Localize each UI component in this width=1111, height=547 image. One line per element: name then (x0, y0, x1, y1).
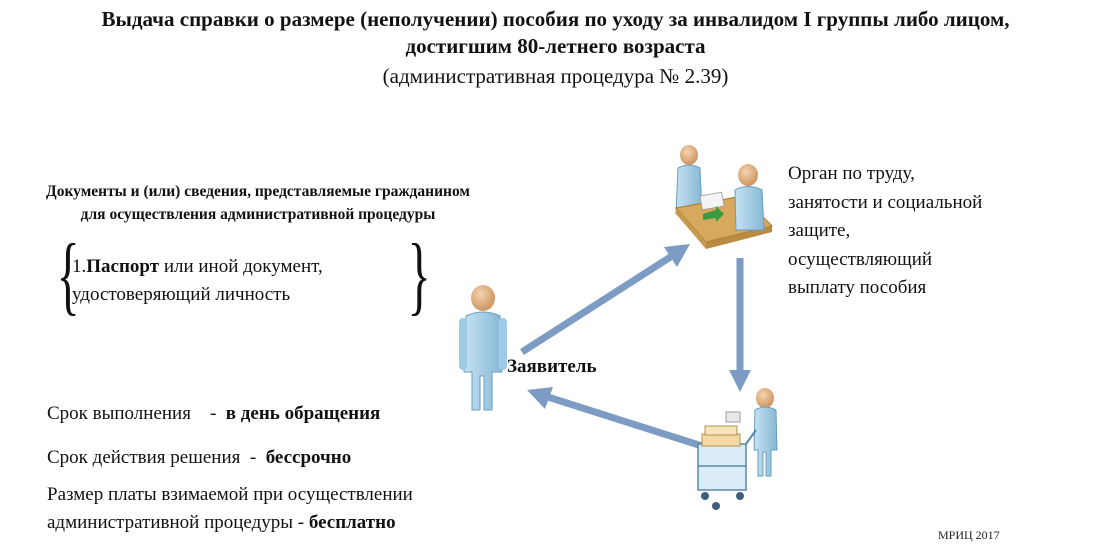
document-item-text: или иной документ, (159, 256, 323, 277)
validity-value: бессрочно (265, 447, 352, 468)
documents-heading-line-1: Документы и (или) сведения, представляем… (46, 183, 470, 200)
organ-line-2: занятости и социальной (788, 191, 983, 213)
organ-description: Орган по труду, занятости и социальной з… (788, 160, 1088, 303)
term-value: в день обращения (225, 403, 381, 424)
documents-heading-line-2: для осуществления административной проце… (80, 206, 436, 223)
document-item-text-line-2: удостоверяющий личность (72, 284, 291, 305)
organ-line-3: защите, (788, 220, 851, 241)
left-brace: { (56, 227, 80, 324)
organ-line-1: Орган по труду, (788, 163, 915, 184)
arrow-archive-to-applicant (527, 387, 707, 451)
validity-row: Срок действия решения - бессрочно (47, 444, 351, 472)
applicant-label: Заявитель (507, 356, 597, 377)
organ-office-illustration (675, 145, 773, 249)
validity-label: Срок действия решения - (47, 447, 266, 468)
document-item-number: 1. (72, 256, 87, 277)
applicant-figure (459, 285, 507, 411)
arrow-organ-to-archive (729, 258, 751, 392)
term-label: Срок выполнения - (47, 403, 226, 424)
footer-credit: МРИЦ 2017 (938, 528, 1000, 542)
archive-cart-illustration (697, 388, 778, 510)
fee-row: Размер платы взимаемой при осуществлении… (47, 481, 413, 537)
procedure-number: (административная процедура № 2.39) (382, 64, 729, 88)
right-brace: } (407, 227, 431, 324)
term-row: Срок выполнения - в день обращения (47, 400, 380, 428)
document-list-item: 1.Паспорт или иной документ, удостоверяю… (72, 253, 407, 309)
documents-heading: Документы и (или) сведения, представляем… (0, 180, 516, 226)
fee-label: административной процедуры - (47, 512, 309, 533)
title-line-1: Выдача справки о размере (неполучении) п… (101, 7, 1010, 31)
title-line-2: достигшим 80-летнего возраста (405, 34, 706, 58)
page-title: Выдача справки о размере (неполучении) п… (0, 6, 1111, 60)
organ-line-4: осуществляющий (788, 248, 933, 270)
arrow-applicant-to-organ (520, 244, 690, 355)
fee-line-1: Размер платы взимаемой при осуществлении (47, 484, 413, 505)
document-item-name: Паспорт (86, 256, 160, 277)
fee-value: бесплатно (308, 512, 396, 533)
organ-line-5: выплату пособия (788, 277, 927, 298)
